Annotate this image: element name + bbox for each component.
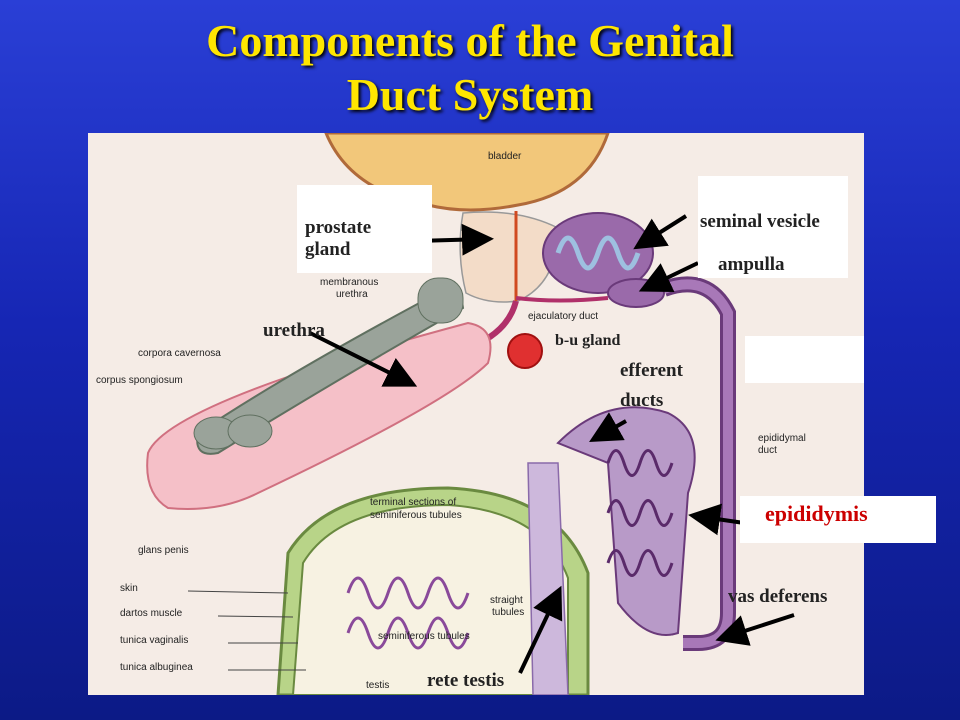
terminal-label-1: terminal sections of <box>370 497 456 508</box>
urethra-label: urethra <box>263 320 325 341</box>
arrow-ampulla <box>638 261 699 293</box>
tunica-vaginalis-label: tunica vaginalis <box>120 635 188 646</box>
seminal-vesicle-label: seminal vesicle <box>700 211 820 232</box>
ejaculatory-duct <box>515 296 609 303</box>
tunica-albuginea-label: tunica albuginea <box>120 662 193 673</box>
testis-body <box>291 503 569 695</box>
bu-gland-shape <box>507 333 543 369</box>
epididymal-duct-label-2: duct <box>758 445 777 456</box>
seminiferous-label: seminiferous tubules <box>378 631 470 642</box>
leader-dartos <box>217 615 294 618</box>
arrow-vas-deferens <box>715 613 795 646</box>
epididymal-coils <box>606 449 674 577</box>
rete-testis-label: rete testis <box>427 670 505 691</box>
straight-label-1: straight <box>490 595 523 606</box>
seminiferous-coil-1 <box>346 576 470 610</box>
seminal-vesicle-coil <box>555 235 641 271</box>
bu-gland-label: b-u gland <box>555 332 621 349</box>
efferent-ducts-label: efferent ducts <box>620 360 683 411</box>
corpora-proximal <box>417 277 464 324</box>
seminal-vesicle-label-box <box>698 176 848 278</box>
ejaculatory-label: ejaculatory duct <box>528 311 598 322</box>
membranous-label-2: urethra <box>336 289 368 300</box>
epididymis-label: epididymis <box>765 501 868 526</box>
glans-penis-label: glans penis <box>138 545 189 556</box>
prostate-gland-label: prostate gland <box>305 217 372 260</box>
skin-label: skin <box>120 583 138 594</box>
leader-skin <box>187 590 289 594</box>
epididymal-duct-label-1: epididymal <box>758 433 806 444</box>
membranous-label-1: membranous <box>320 277 378 288</box>
terminal-label-2: seminiferous tubules <box>370 510 462 521</box>
arrow-efferent <box>589 412 627 442</box>
bladder-label: bladder <box>488 151 522 162</box>
straight-label-2: tubules <box>492 607 524 618</box>
corpus-spongiosum-label: corpus spongiosum <box>96 375 183 386</box>
blank-label-box <box>745 336 864 383</box>
corpora-end-2 <box>227 414 273 448</box>
prostate-label-box <box>297 185 432 273</box>
vas-deferens-label: vas deferens <box>728 586 828 607</box>
corpora-cavernosa-label: corpora cavernosa <box>138 348 221 359</box>
testis-label: testis <box>366 680 389 691</box>
arrow-seminal-vesicle <box>633 214 688 250</box>
arrow-rete-testis <box>518 585 563 674</box>
seminiferous-coil-2 <box>346 616 470 650</box>
corpora-cavernosa-shape <box>196 289 465 455</box>
title-line-2: Duct System <box>346 69 594 120</box>
title-line-1: Components of the Genital <box>206 15 734 66</box>
arrow-urethra <box>309 331 418 387</box>
ampulla-label: ampulla <box>718 254 785 275</box>
vas-deferens-inner <box>662 279 733 648</box>
dartos-label: dartos muscle <box>120 608 183 619</box>
title-text: Components of the Genital Duct System <box>60 14 880 122</box>
epididymis-label-box <box>740 496 936 543</box>
